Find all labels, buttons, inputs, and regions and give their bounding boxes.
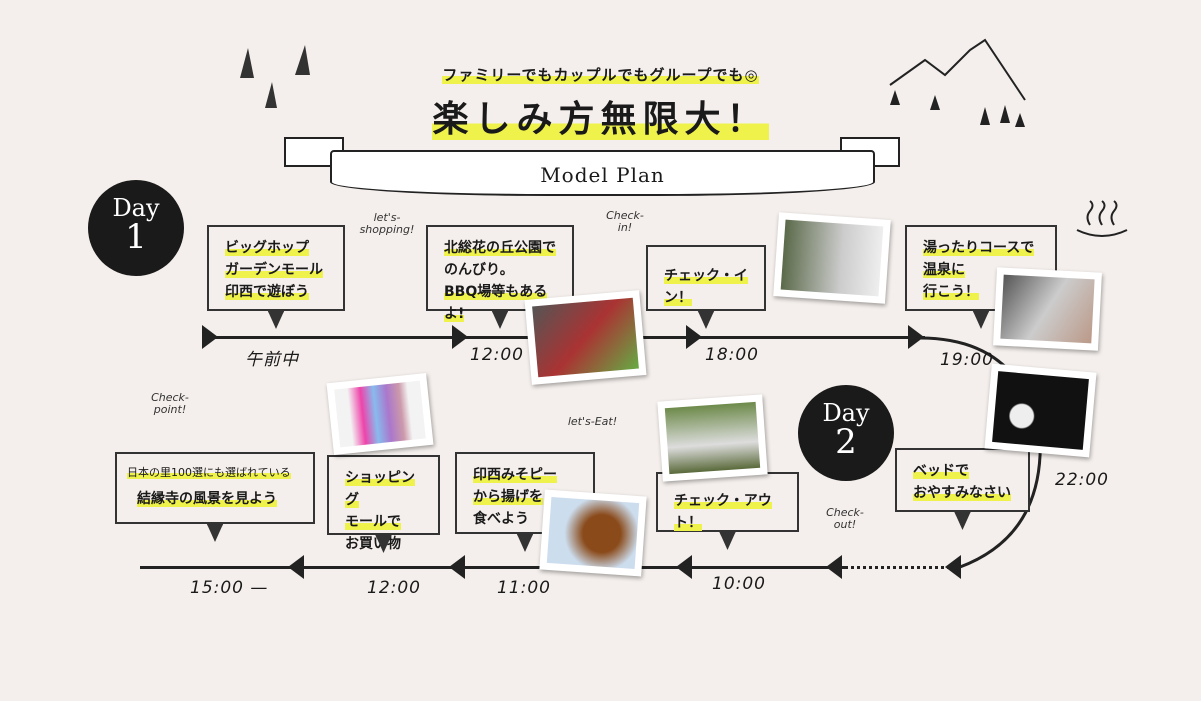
note-check-point: Check-point! xyxy=(151,391,189,416)
arrow-icon xyxy=(945,555,961,579)
model-plan-ribbon: Model Plan xyxy=(330,150,875,196)
triangles-icon xyxy=(240,45,310,108)
stop-bed: ベッドでおやすみなさい xyxy=(895,448,1030,512)
arrow-icon xyxy=(449,555,465,579)
time-label: 11:00 xyxy=(497,578,551,598)
arrow-icon xyxy=(202,325,218,349)
time-label: 22:00 xyxy=(1055,470,1109,490)
time-label: 12:00 xyxy=(470,345,524,365)
note-check-in: Check-in! xyxy=(606,209,644,234)
arrow-icon xyxy=(676,555,692,579)
campsite-photo xyxy=(657,394,768,482)
onsen-photo xyxy=(993,267,1102,351)
hot-spring-icon xyxy=(1076,200,1128,237)
subtitle: ファミリーでもカップルでもグループでも◎ xyxy=(442,66,759,84)
bbq-photo xyxy=(524,290,647,385)
mountain-icon xyxy=(889,38,1026,127)
camper-photo xyxy=(773,212,891,304)
note-check-out: Check-out! xyxy=(826,506,864,531)
arrow-icon xyxy=(908,325,924,349)
time-label: 19:00 xyxy=(940,350,994,370)
arrow-icon xyxy=(686,325,702,349)
karaage-photo xyxy=(539,489,647,577)
stop-check-out: チェック・アウト！ xyxy=(656,472,799,532)
stop-shopping: ショッピングモールでお買い物 xyxy=(327,455,440,552)
note-lets-eat: let's-Eat! xyxy=(567,415,618,428)
stop-hokuso-park: 北総花の丘公園でのんびり。BBQ場等もあるよ! xyxy=(426,225,574,322)
stop-bighop: ビッグホップガーデンモール印西で遊ぼう xyxy=(207,225,345,311)
arrow-icon xyxy=(288,555,304,579)
time-label: 12:00 xyxy=(367,578,421,598)
time-label: 18:00 xyxy=(705,345,759,365)
dotted-connector xyxy=(845,566,950,569)
stop-check-in: チェック・イン！ xyxy=(646,245,766,311)
time-label: 15:00 — xyxy=(190,578,269,598)
stop-ketsuenji: 日本の里100選にも選ばれている結縁寺の風景を見よう xyxy=(115,452,315,524)
time-label: 午前中 xyxy=(245,350,299,370)
arrow-icon xyxy=(452,325,468,349)
note-lets-shopping: let's-shopping! xyxy=(359,211,415,236)
time-label: 10:00 xyxy=(712,574,766,594)
sheep-photo xyxy=(984,363,1097,458)
day2-timeline xyxy=(140,566,845,569)
page-title: 楽しみ方無限大！ xyxy=(432,99,769,140)
gifts-photo xyxy=(326,372,434,456)
arrow-icon xyxy=(826,555,842,579)
